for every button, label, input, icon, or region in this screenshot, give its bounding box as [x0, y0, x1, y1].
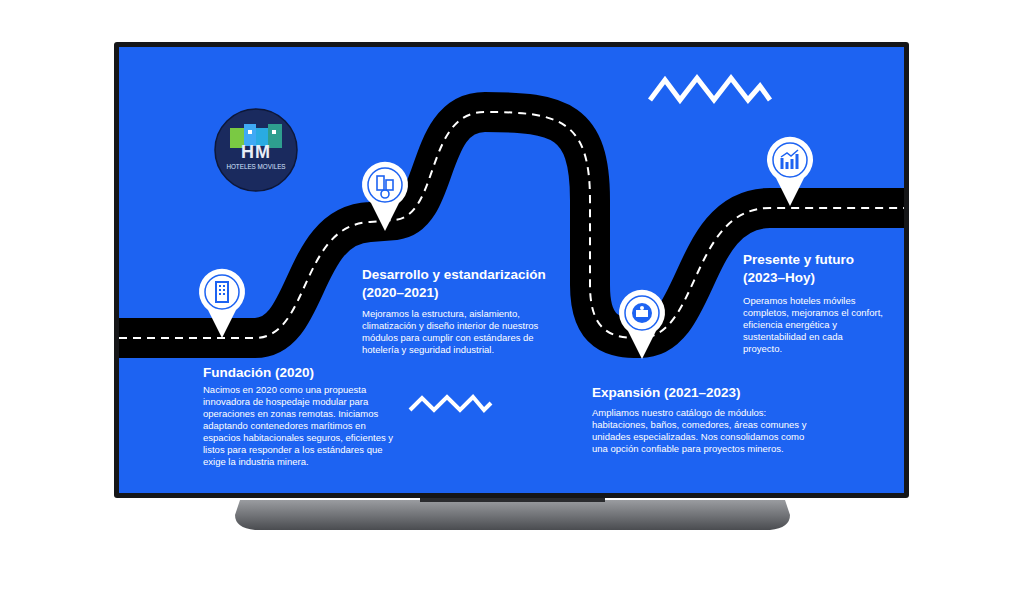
milestone-text: Operamos hoteles móviles completos, mejo… — [743, 295, 883, 355]
pin-marker — [199, 269, 245, 338]
milestone-heading: Expansión (2021–2023) — [592, 384, 812, 402]
mountain-decoration — [650, 78, 770, 100]
pin-marker — [619, 290, 665, 359]
logo-letters: HM — [214, 142, 298, 162]
pin-marker — [767, 137, 813, 206]
tv-bezel — [114, 42, 909, 498]
tv-screen — [119, 47, 904, 493]
pin-marker — [362, 162, 408, 231]
tv-stand — [235, 500, 790, 530]
milestone-heading: Desarrollo y estandarización (2020–2021) — [362, 266, 567, 302]
milestone-text: Mejoramos la estructura, aislamiento, cl… — [362, 308, 562, 356]
milestone-text: Nacimos en 2020 como una propuesta innov… — [203, 384, 399, 468]
logo-name: HOTELES MOVILES — [214, 162, 298, 171]
mountain-decoration — [410, 397, 491, 410]
milestone-heading: Presente y futuro (2023–Hoy) — [743, 251, 893, 287]
milestone-heading: Fundación (2020) — [203, 364, 403, 382]
logo-circle: HMHOTELES MOVILES — [214, 108, 298, 192]
milestone-text: Ampliamos nuestro catálogo de módulos: h… — [592, 407, 812, 455]
